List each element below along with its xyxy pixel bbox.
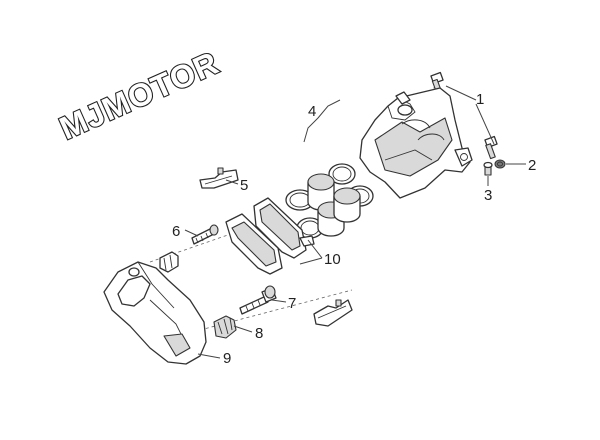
callout-4: 4 (308, 103, 316, 120)
callout-numbers: 1 2 3 4 5 6 7 8 9 10 (172, 91, 536, 367)
part-3-bleeder-screw (483, 161, 493, 176)
pad-clip-lower (313, 299, 353, 327)
callout-2: 2 (528, 157, 536, 174)
caliper-housing (359, 87, 473, 199)
callout-9: 9 (223, 350, 231, 367)
callout-10: 10 (324, 251, 341, 268)
callout-6: 6 (172, 223, 180, 240)
part-9-caliper-bracket (103, 261, 207, 365)
caliper-bolt-lower (484, 135, 498, 160)
part-5-pad-clip (199, 167, 239, 189)
callout-5: 5 (240, 177, 248, 194)
callout-8: 8 (255, 325, 263, 342)
part-6-guide-pin (191, 224, 219, 245)
caliper-pistons (307, 173, 361, 237)
part-2-bleeder-cap (494, 159, 506, 169)
part-8-guide-pin-boot (159, 251, 237, 339)
leader-lines (184, 85, 526, 359)
part-7-guide-pin (239, 285, 277, 315)
callout-1: 1 (476, 91, 484, 108)
watermark-logo: MJMOTOR (54, 44, 224, 146)
callout-7: 7 (288, 295, 296, 312)
callout-3: 3 (484, 187, 492, 204)
